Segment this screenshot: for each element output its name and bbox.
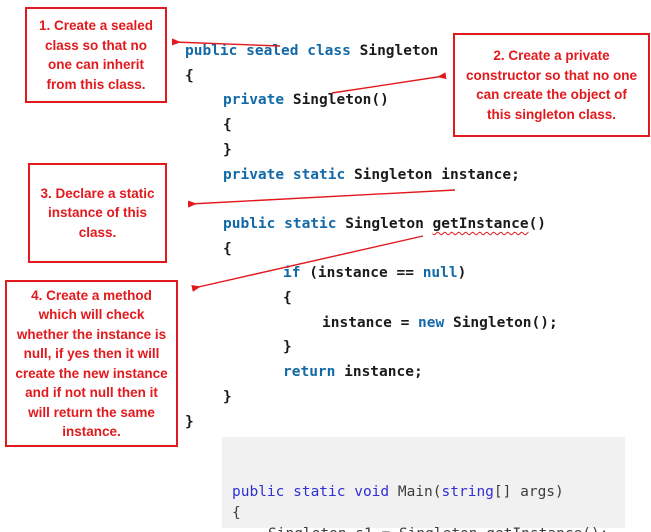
code-segment: } xyxy=(283,339,292,356)
code-line: { xyxy=(185,237,558,262)
code-segment: instance; xyxy=(335,364,423,381)
annotation-text: 2. Create a private constructor so that … xyxy=(465,48,637,122)
annotation-box-sealed-class: 1. Create a sealed class so that no one … xyxy=(25,7,167,103)
code-segment: Singleton xyxy=(336,215,433,232)
code-segment: Singleton xyxy=(350,43,439,59)
code-line: { xyxy=(185,286,558,311)
code-segment: Singleton(); xyxy=(444,314,558,331)
code-segment: private xyxy=(223,92,285,109)
code-line: { xyxy=(185,64,558,89)
code-line: public static Singleton getInstance() xyxy=(185,212,558,237)
code-line: if (instance == null) xyxy=(185,261,558,286)
code-segment: return xyxy=(283,364,336,381)
code-line: { xyxy=(185,113,558,138)
code-segment: { xyxy=(283,290,292,307)
code-line: } xyxy=(185,138,558,163)
code-segment: ) xyxy=(457,265,467,282)
code-line: { xyxy=(232,503,625,524)
singleton-class-code: public sealed class Singleton { private Si… xyxy=(185,39,558,434)
code-line: } xyxy=(185,335,558,360)
code-line: return instance; xyxy=(185,360,558,385)
main-method-code: public static void Main(string[] args) { S… xyxy=(232,482,625,532)
annotation-box-getinstance-method: 4. Create a method which will check whet… xyxy=(5,280,178,447)
code-segment: public static xyxy=(223,215,337,232)
code-segment: } xyxy=(223,388,232,405)
code-line: private static Singleton instance; xyxy=(185,163,558,188)
code-segment: Singleton instance; xyxy=(345,166,520,183)
code-segment: [] args) xyxy=(493,484,564,500)
code-segment: public sealed class xyxy=(185,43,351,59)
code-segment: { xyxy=(223,240,232,257)
code-line: Singleton s1 = Singleton.getInstance(); xyxy=(232,524,625,532)
code-segment: } xyxy=(185,413,194,430)
code-segment: getInstance xyxy=(432,215,529,232)
code-segment: public static void xyxy=(232,484,390,500)
code-segment: if xyxy=(283,265,301,282)
code-segment: null xyxy=(422,265,458,282)
code-segment: (instance == xyxy=(300,265,423,282)
code-segment: Singleton() xyxy=(284,92,389,109)
code-segment: Main( xyxy=(389,484,442,500)
annotation-box-static-instance: 3. Declare a static instance of this cla… xyxy=(28,163,167,263)
code-line: public sealed class Singleton xyxy=(185,39,558,64)
code-segment: } xyxy=(223,141,232,158)
annotation-text: 1. Create a sealed class so that no one … xyxy=(38,18,154,92)
annotation-text: 3. Declare a static instance of this cla… xyxy=(40,185,155,240)
code-segment: new xyxy=(418,314,445,331)
code-line: public static void Main(string[] args) xyxy=(232,482,625,503)
code-segment: Singleton s1 = Singleton.getInstance(); xyxy=(268,526,608,532)
main-method-snippet: public static void Main(string[] args) { S… xyxy=(222,437,625,532)
code-segment: private static xyxy=(223,166,346,183)
code-segment: { xyxy=(223,117,232,134)
code-line: } xyxy=(185,410,558,435)
code-segment: { xyxy=(185,67,194,84)
code-segment: instance = xyxy=(322,314,419,331)
code-segment: string xyxy=(441,484,494,500)
code-segment: () xyxy=(528,215,547,232)
code-line: instance = new Singleton(); xyxy=(185,311,558,336)
code-line: private Singleton() xyxy=(185,88,558,113)
code-line xyxy=(185,187,558,212)
annotation-text: 4. Create a method which will check whet… xyxy=(15,287,168,440)
annotation-box-private-constructor: 2. Create a private constructor so that … xyxy=(453,33,650,137)
code-segment: { xyxy=(232,505,241,521)
code-line: } xyxy=(185,385,558,410)
